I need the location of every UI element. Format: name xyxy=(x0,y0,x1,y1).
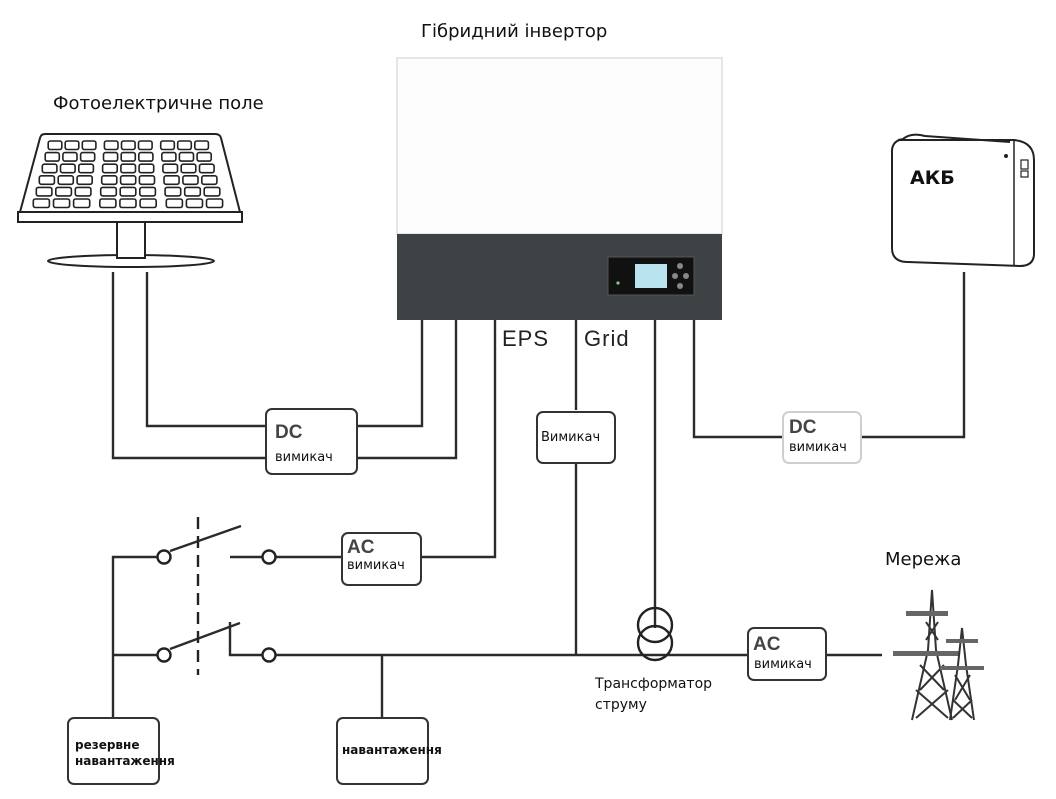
solar-cell xyxy=(180,163,197,174)
normal-load[interactable]: навантаження xyxy=(336,717,442,785)
grid-port-label: Grid xyxy=(584,326,630,351)
solar-cell xyxy=(41,163,58,174)
solar-cell xyxy=(100,175,118,186)
eps-port-label: EPS xyxy=(502,326,550,351)
current-transformer-label: Трансформатор струму xyxy=(595,674,712,716)
solar-cell xyxy=(201,175,218,186)
pv-array-label: Фотоелектричне поле xyxy=(53,93,264,114)
inverter-label: Гібридний інвертор xyxy=(421,21,608,42)
solar-cell xyxy=(161,151,177,162)
solar-cell xyxy=(183,186,202,197)
solar-cell xyxy=(102,151,119,162)
solar-cell xyxy=(182,175,199,186)
hybrid-inverter-icon xyxy=(396,57,723,320)
solar-cell xyxy=(101,163,118,174)
solar-cell xyxy=(178,151,195,162)
solar-cell xyxy=(78,163,95,174)
power-tower-icon xyxy=(893,589,984,721)
dc-switch-battery-type: DC xyxy=(789,417,817,438)
solar-cell xyxy=(103,140,119,151)
ac-switch-grid-type: AC xyxy=(753,634,781,655)
ac-switch-eps-type: AC xyxy=(347,537,375,558)
solar-cell xyxy=(119,198,137,209)
solar-cell xyxy=(32,198,51,209)
solar-cell xyxy=(164,186,182,197)
grid-breaker[interactable]: Вимикач xyxy=(536,411,616,464)
solar-cell xyxy=(81,140,97,151)
grid-breaker-label: Вимикач xyxy=(541,430,601,445)
solar-cell xyxy=(38,175,56,186)
solar-cell xyxy=(138,163,155,174)
normal-load-label: навантаження xyxy=(342,743,442,757)
solar-cell xyxy=(99,186,118,197)
ac-switch-grid[interactable]: AC вимикач xyxy=(747,627,827,681)
dc-switch-battery-label: вимикач xyxy=(789,440,847,455)
solar-cell xyxy=(99,198,117,209)
solar-cell xyxy=(44,151,61,162)
solar-cell xyxy=(138,175,156,186)
solar-cell xyxy=(176,140,193,151)
solar-cell xyxy=(165,198,184,209)
solar-cell xyxy=(76,175,93,186)
wires xyxy=(111,272,966,718)
solar-cell xyxy=(119,186,137,197)
solar-cell xyxy=(120,151,137,162)
solar-cell xyxy=(198,163,215,174)
dc-switch-pv-type: DC xyxy=(275,422,303,443)
solar-cell xyxy=(120,140,136,151)
solar-cell xyxy=(72,198,91,209)
backup-load-label-line1: резервне xyxy=(75,738,140,752)
solar-cell xyxy=(194,140,210,151)
solar-cell xyxy=(59,163,76,174)
solar-cell xyxy=(119,175,137,186)
ac-switch-eps[interactable]: AC вимикач xyxy=(341,532,422,586)
solar-cell xyxy=(162,163,179,174)
current-transformer-label-line1: Трансформатор xyxy=(595,676,713,692)
solar-cell xyxy=(203,186,221,197)
solar-cell xyxy=(62,151,78,162)
current-transformer-label-line2: струму xyxy=(595,697,647,713)
solar-cell xyxy=(196,151,213,162)
solar-cell xyxy=(138,151,154,162)
solar-cell xyxy=(205,198,224,209)
solar-panel-icon xyxy=(17,133,243,268)
backup-load-label-line2: навантаження xyxy=(75,754,175,768)
backup-load[interactable]: резервне навантаження xyxy=(67,717,175,785)
dc-switch-pv[interactable]: DC вимикач xyxy=(265,408,358,475)
solar-cell xyxy=(35,186,53,197)
solar-cell xyxy=(185,198,204,209)
inverter-screen xyxy=(635,264,667,288)
solar-cell xyxy=(64,140,80,151)
solar-cell xyxy=(79,151,96,162)
current-transformer-icon xyxy=(636,606,674,662)
solar-cell xyxy=(139,198,158,209)
solar-cell xyxy=(74,186,92,197)
ac-switch-grid-label: вимикач xyxy=(754,657,812,672)
solar-cell xyxy=(139,186,157,197)
solar-cell xyxy=(47,140,63,151)
dc-switch-pv-label: вимикач xyxy=(275,450,333,465)
backup-load-label: резервне навантаження xyxy=(75,737,175,769)
switch-contacts xyxy=(156,549,277,663)
grid-label: Мережа xyxy=(885,549,962,570)
solar-cell xyxy=(159,140,176,151)
solar-cell xyxy=(57,175,75,186)
battery-label: АКБ xyxy=(910,167,955,189)
dc-switch-battery[interactable]: DC вимикач xyxy=(782,411,862,464)
battery-icon xyxy=(891,133,1035,268)
ac-switch-eps-label: вимикач xyxy=(347,558,405,573)
solar-cell xyxy=(120,163,137,174)
solar-cell xyxy=(137,140,153,151)
solar-cell xyxy=(54,186,73,197)
solar-cell xyxy=(163,175,180,186)
solar-cell xyxy=(52,198,71,209)
